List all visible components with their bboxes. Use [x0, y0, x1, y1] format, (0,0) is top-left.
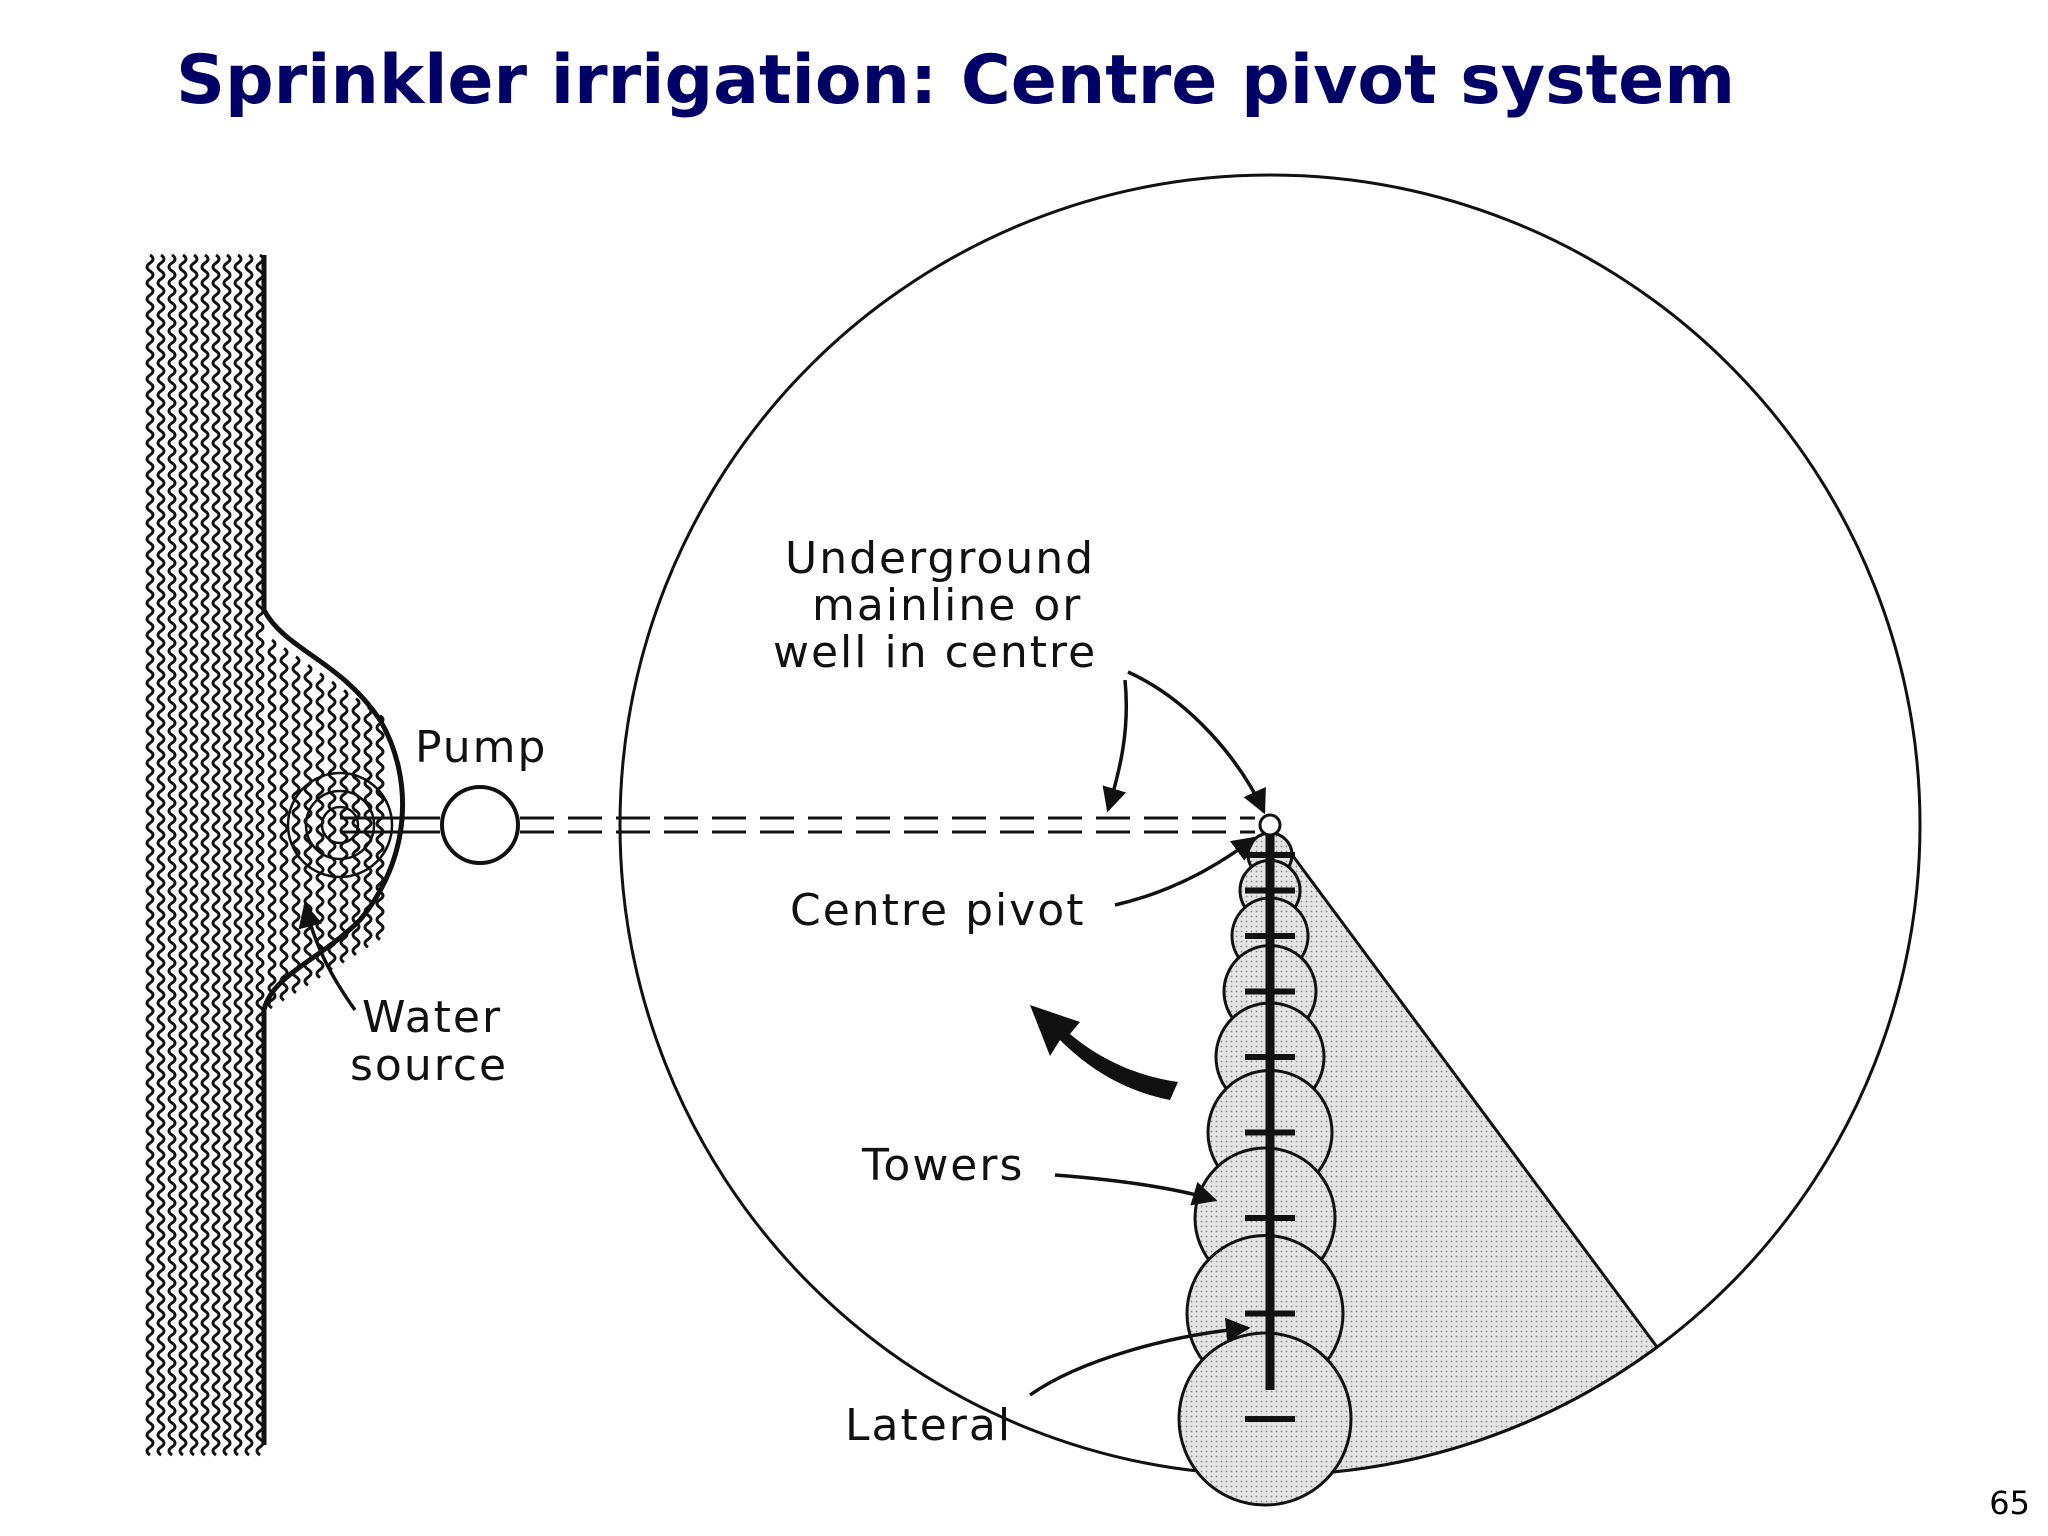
- river-wave-line: [351, 697, 361, 957]
- label-water-line2: source: [350, 1040, 508, 1091]
- label-pump: Pump: [415, 722, 547, 773]
- towers-arrow: [1054, 1173, 1218, 1206]
- river-wave-line: [339, 689, 349, 964]
- river-wave-line: [244, 253, 254, 1457]
- label-lateral: Lateral: [845, 1400, 1012, 1451]
- label-underground-line1: Underground: [785, 533, 1095, 584]
- intake-rings: [286, 771, 394, 879]
- river-wave-line: [145, 253, 155, 1457]
- intake-pipe: [340, 816, 440, 834]
- river-wave-line: [200, 253, 210, 1457]
- river-wave-line: [167, 253, 177, 1457]
- river-wave-line: [291, 655, 301, 995]
- river-wave-line: [233, 253, 243, 1457]
- page-number: 65: [1989, 1484, 2030, 1522]
- river-wave-line: [327, 680, 337, 972]
- centre-pivot-arrow: [1114, 836, 1257, 907]
- river-wave-line: [178, 253, 188, 1457]
- label-water-line1: Water: [362, 992, 502, 1043]
- label-underground-line2: mainline or: [812, 580, 1082, 631]
- label-underground-line3: well in centre: [773, 627, 1097, 678]
- river-bank: [261, 255, 406, 1445]
- rotation-arrow: [1030, 1005, 1178, 1100]
- water-source: [145, 253, 406, 1457]
- river-wave-line: [211, 253, 221, 1457]
- pump-symbol: [440, 785, 520, 865]
- river-wave-line: [255, 253, 265, 1457]
- underground-mainline: [520, 816, 1255, 834]
- slide-title: Sprinkler irrigation: Centre pivot syste…: [176, 41, 1736, 120]
- label-towers: Towers: [861, 1140, 1024, 1191]
- river-wave-line: [279, 647, 289, 1002]
- river-wave-line: [303, 663, 313, 987]
- underground-to-pivot-arrow: [1127, 670, 1266, 815]
- centre-pivot-point: [1258, 813, 1282, 837]
- river-wave-line: [189, 253, 199, 1457]
- river-wave-line: [222, 253, 232, 1457]
- lateral-arrow: [1028, 1317, 1251, 1397]
- underground-to-mainline-arrow: [1102, 679, 1129, 813]
- lateral-ticks: [1245, 852, 1295, 1422]
- river-wave-line: [375, 714, 385, 941]
- water-source-arrow: [298, 902, 357, 1012]
- river-wave-line: [363, 705, 373, 949]
- label-centre-pivot: Centre pivot: [790, 885, 1085, 936]
- river-wave-line: [156, 253, 166, 1457]
- leader-arrows: [298, 670, 1266, 1397]
- river-wave-line: [267, 638, 277, 1010]
- river-waves: [145, 253, 385, 1457]
